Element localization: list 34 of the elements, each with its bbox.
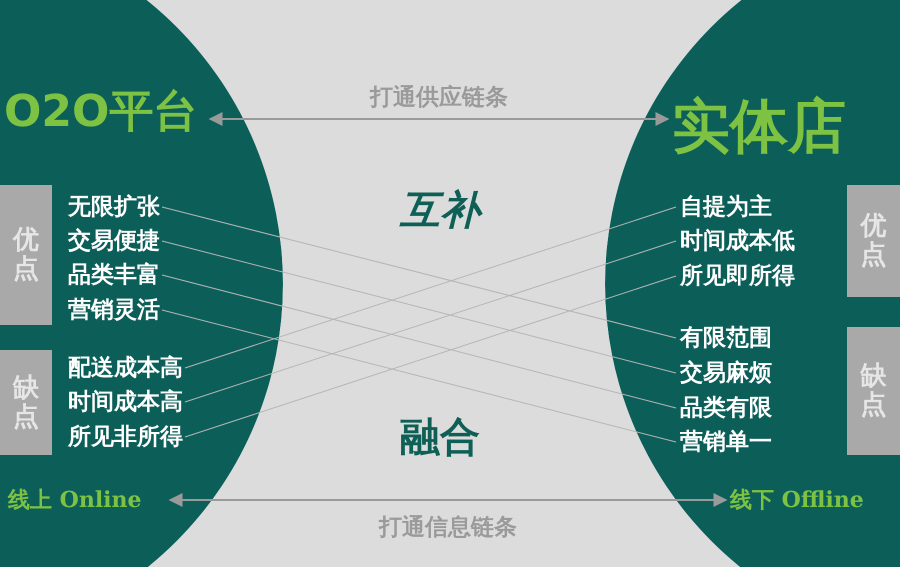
item-text: 时间成本低 [680, 227, 795, 256]
connector-line [184, 276, 676, 438]
item-text: 品类有限 [680, 394, 772, 423]
double-arrow [208, 112, 670, 126]
item-text: 自提为主 [680, 193, 772, 222]
category-tab: 优点 [847, 185, 900, 297]
connector-line [162, 274, 676, 408]
item-text: 无限扩张 [68, 193, 160, 222]
connector-line [162, 206, 676, 338]
item-text: 品类丰富 [68, 261, 160, 290]
item-text: 时间成本高 [68, 388, 183, 417]
title-text: O2O平台 [4, 85, 198, 139]
item-text: 营销灵活 [68, 296, 160, 325]
item-text: 所见即所得 [680, 262, 795, 291]
double-arrow [168, 493, 728, 507]
connector-line [184, 240, 676, 402]
connector-line [184, 206, 676, 368]
item-text: 有限范围 [680, 324, 772, 353]
item-text: 交易便捷 [68, 227, 160, 256]
category-tab: 缺点 [0, 350, 52, 455]
keyword-text: 融合 [400, 414, 480, 462]
category-tab: 优点 [0, 185, 52, 325]
edge-label: 打通供应链条 [370, 84, 508, 112]
title-text: 线下 Offline [730, 486, 865, 515]
edge-label: 打通信息链条 [379, 514, 517, 542]
connector-line [162, 240, 676, 374]
item-text: 营销单一 [680, 428, 772, 457]
title-text: 线上 Online [8, 486, 143, 515]
title-text: 实体店 [672, 91, 847, 162]
category-tab: 缺点 [847, 327, 900, 455]
item-text: 配送成本高 [68, 354, 183, 383]
connector-line [162, 310, 676, 442]
item-text: 所见非所得 [68, 423, 183, 452]
item-text: 交易麻烦 [680, 359, 772, 388]
